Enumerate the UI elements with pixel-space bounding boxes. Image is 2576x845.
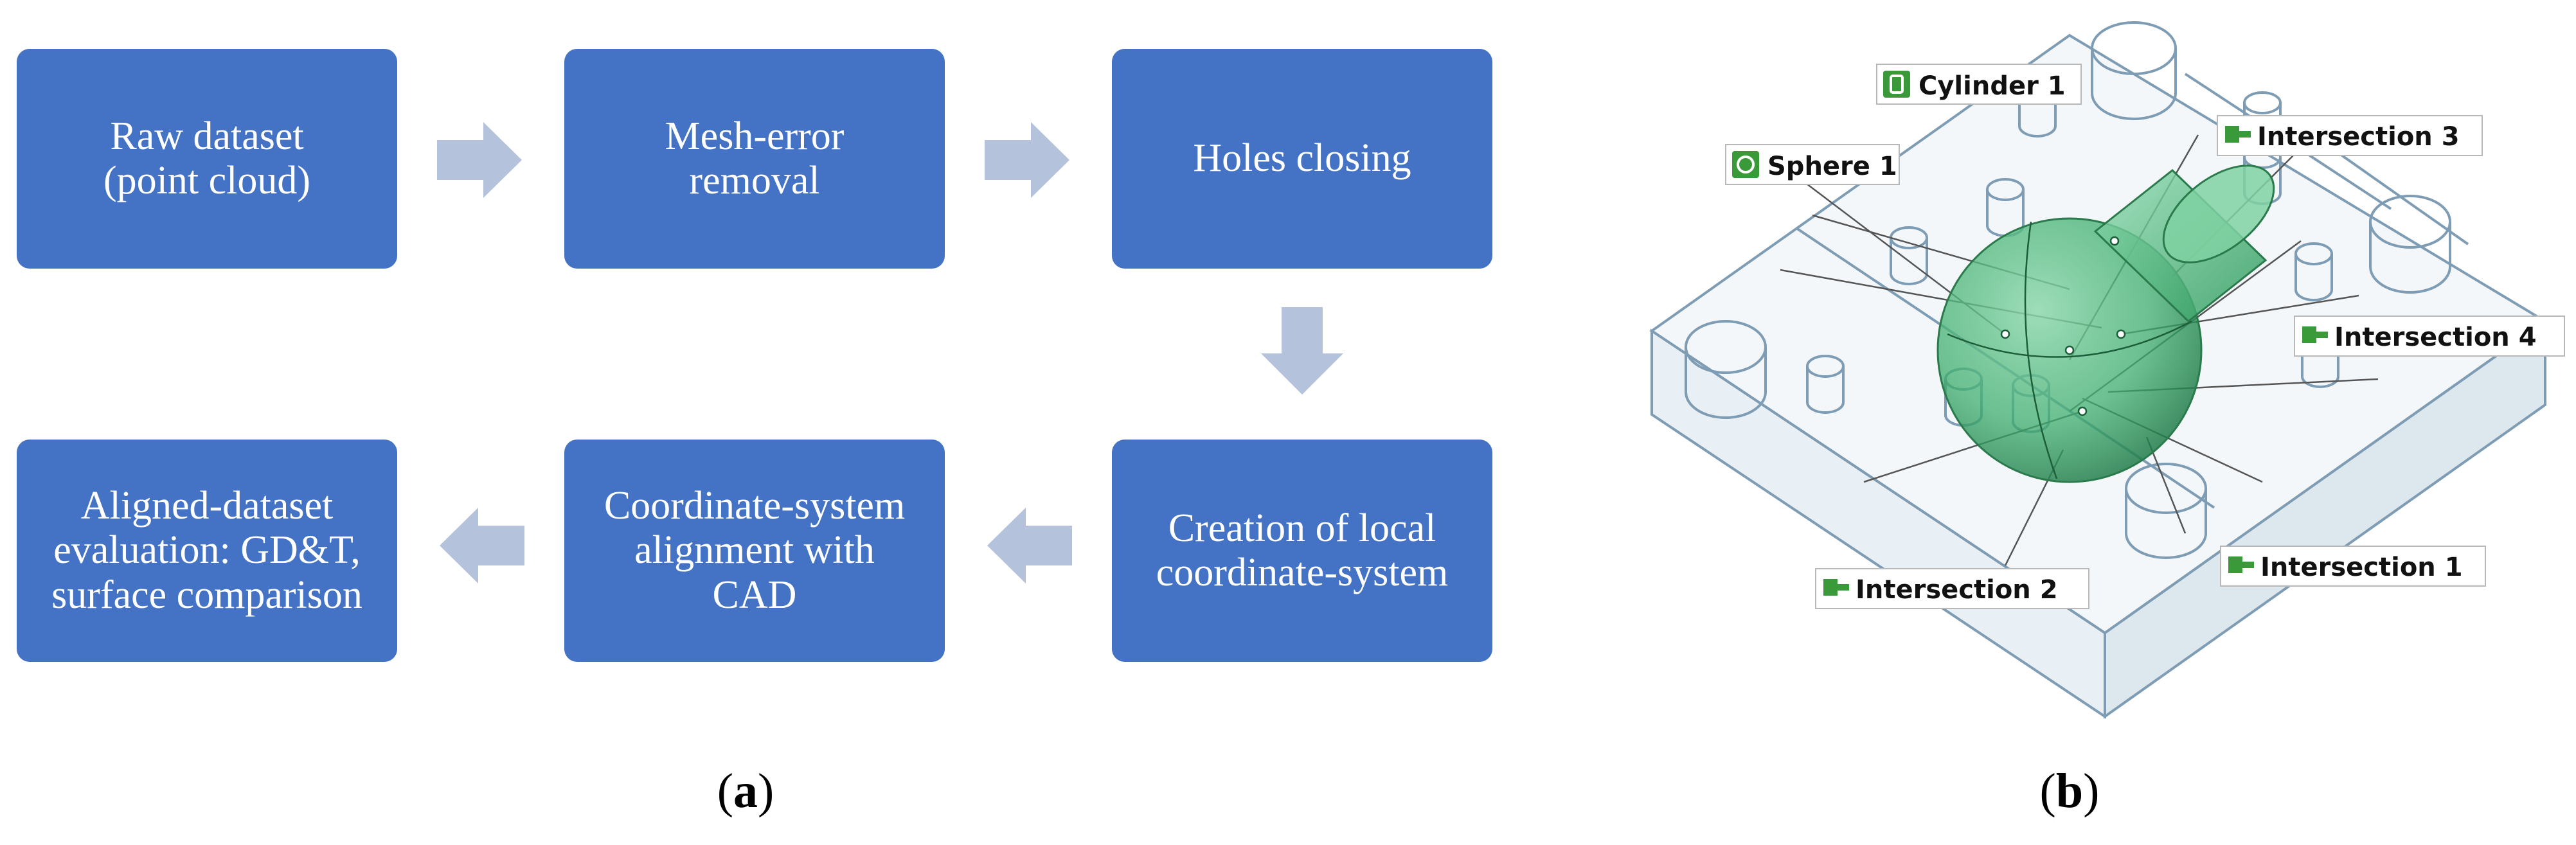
label-intersection-3: Intersection 3 [2257, 122, 2460, 152]
tag-intersection-3: Intersection 3 [2217, 115, 2483, 156]
tag-sphere-1: Sphere 1 [1725, 144, 1900, 185]
arrow-right-2 [985, 122, 1069, 198]
arrow-down [1261, 307, 1343, 395]
step-mesh-error-removal: Mesh-error removal [564, 49, 945, 269]
step-local-coordinate-system: Creation of local coordinate-system [1112, 440, 1492, 662]
feature-points [2000, 236, 2126, 416]
tag-intersection-1: Intersection 1 [2220, 546, 2486, 587]
tag-cylinder-1: Cylinder 1 [1876, 64, 2082, 105]
label-cylinder-1: Cylinder 1 [1919, 71, 2066, 101]
step-raw-dataset: Raw dataset (point cloud) [17, 49, 397, 269]
cad-model-figure: Cylinder 1 Sphere 1 Intersection 3 Inter… [1649, 21, 2565, 719]
arrow-left-2 [440, 508, 524, 583]
caption-a: (a) [717, 764, 774, 818]
cylinder-feature [2093, 165, 2275, 323]
tag-intersection-2: Intersection 2 [1815, 568, 2089, 609]
tag-intersection-4: Intersection 4 [2294, 316, 2565, 357]
step-aligned-dataset-evaluation: Aligned-dataset evaluation: GD&T, surfac… [17, 440, 397, 662]
caption-b: (b) [2039, 764, 2100, 818]
label-intersection-1: Intersection 1 [2260, 553, 2463, 582]
step-holes-closing: Holes closing [1112, 49, 1492, 269]
label-intersection-4: Intersection 4 [2334, 323, 2537, 352]
arrow-left-1 [987, 508, 1072, 583]
arrow-right-1 [437, 122, 522, 198]
label-sphere-1: Sphere 1 [1767, 152, 1897, 181]
step-coordinate-system-alignment: Coordinate-system alignment with CAD [564, 440, 945, 662]
label-intersection-2: Intersection 2 [1856, 575, 2058, 605]
